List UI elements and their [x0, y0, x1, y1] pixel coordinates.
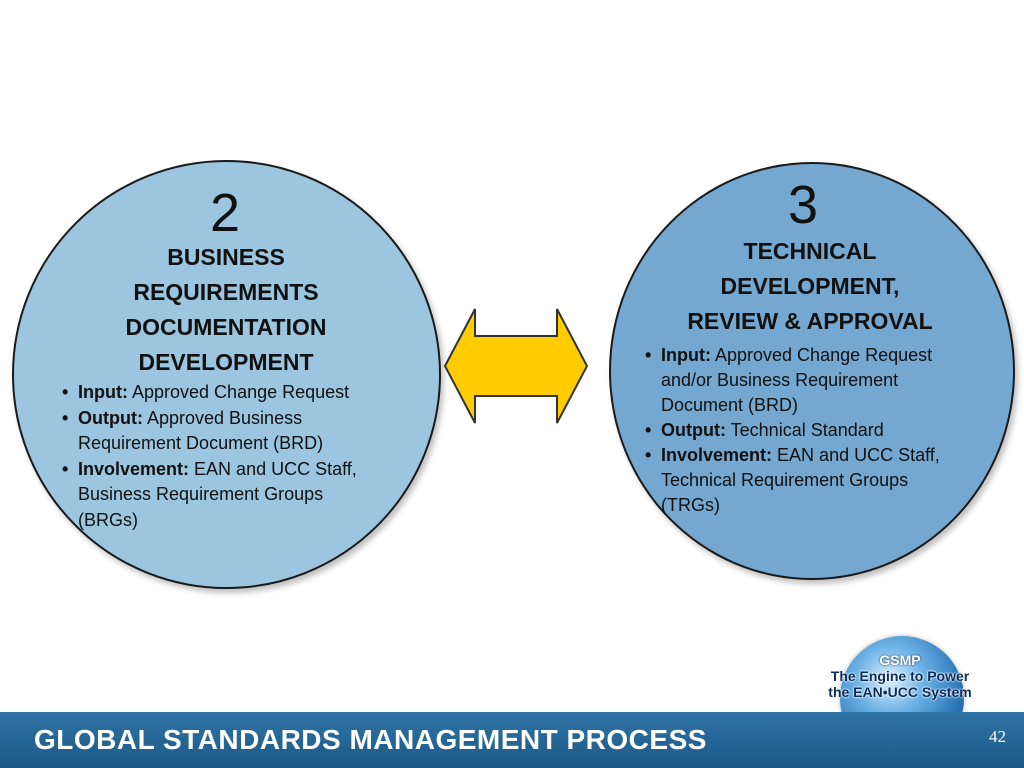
footer-title: GLOBAL STANDARDS MANAGEMENT PROCESS: [34, 724, 707, 755]
title-line: DOCUMENTATION: [125, 314, 327, 340]
bullet-involvement: •Involvement: EAN and UCC Staff,Business…: [62, 458, 357, 530]
bullet-input: •Input: Approved Change Request: [62, 382, 350, 402]
logo-tagline: the EAN•UCC System: [828, 684, 972, 700]
step-number-3: 3: [787, 175, 819, 235]
step-number-2: 2: [209, 183, 241, 243]
slide-number: 42: [989, 727, 1006, 746]
title-line: DEVELOPMENT,: [720, 273, 900, 299]
title-line: DEVELOPMENT: [138, 349, 314, 375]
technical-title: TECHNICAL DEVELOPMENT, REVIEW & APPROVAL: [640, 234, 980, 339]
requirements-circle: [12, 160, 441, 589]
logo-tagline: The Engine to Power: [830, 668, 970, 684]
double-headed-arrow-icon: [443, 308, 589, 424]
logo-acronym: GSMP: [879, 652, 921, 668]
title-line: REVIEW & APPROVAL: [687, 308, 933, 334]
footer-bar: GLOBAL STANDARDS MANAGEMENT PROCESS 42: [0, 712, 1024, 768]
technical-circle: [609, 162, 1015, 580]
bullet-involvement: •Involvement: EAN and UCC Staff,Technica…: [645, 445, 940, 515]
requirements-title: BUSINESS REQUIREMENTS DOCUMENTATION DEVE…: [70, 240, 382, 380]
requirements-bullets: •Input: Approved Change Request •Output:…: [62, 380, 357, 533]
title-line: TECHNICAL: [743, 238, 877, 264]
gsmp-logo: GSMP The Engine to Power the EAN•UCC Sys…: [810, 632, 990, 760]
title-line: REQUIREMENTS: [133, 279, 319, 305]
bullet-output: •Output: Technical Standard: [645, 420, 884, 440]
title-line: BUSINESS: [167, 244, 285, 270]
